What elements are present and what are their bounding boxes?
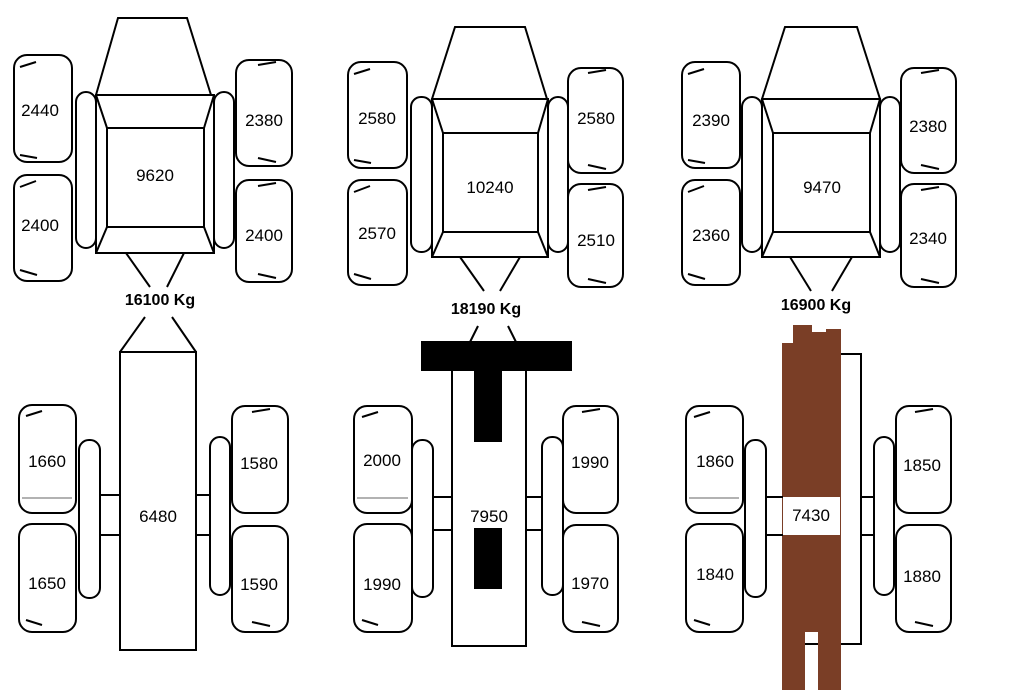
unit-2-front-left-rear-tire-load: 2570	[358, 224, 396, 243]
unit-3-front-tires	[681, 61, 957, 288]
unit-3-rear-left-rear-tire-load: 1840	[696, 565, 734, 584]
unit-2-rear-right-rear-tire-load: 1970	[571, 574, 609, 593]
unit-1-front-right-rear-tire-load: 2400	[245, 226, 283, 245]
unit-1-rear-left-front-tire-load: 1660	[28, 452, 66, 471]
unit-3: 9470 2390 2360 2380 2340 16900 Kg	[681, 26, 957, 690]
unit-3-front-left-rear-tire-load: 2360	[692, 226, 730, 245]
unit-3-implement-label-plate	[783, 497, 840, 535]
unit-3-rear-body	[744, 325, 895, 690]
unit-2-total-weight: 18190 Kg	[451, 301, 521, 318]
unit-2-front-right-rear-tire-load: 2510	[577, 231, 615, 250]
unit-3-rear-tires	[685, 405, 952, 633]
unit-1-rear-center-load: 6480	[139, 507, 177, 526]
unit-2-implement-toolbar	[421, 341, 572, 371]
unit-1-front-left-rear-tire-load: 2400	[21, 216, 59, 235]
unit-1-rear-right-front-tire-load: 1580	[240, 454, 278, 473]
unit-2-front-center-load: 10240	[466, 178, 513, 197]
unit-2-front-right-front-tire-load: 2580	[577, 109, 615, 128]
unit-1-total-weight: 16100 Kg	[125, 292, 195, 309]
unit-1-rear-body	[78, 316, 231, 651]
unit-2-rear-left-front-tire-load: 2000	[363, 451, 401, 470]
unit-3-front-center-load: 9470	[803, 178, 841, 197]
unit-2: 10240 2580 2570 2580 2510 18190 Kg	[347, 26, 624, 647]
unit-1-rear-tires	[18, 404, 289, 633]
unit-3-total-weight: 16900 Kg	[781, 297, 851, 314]
unit-3-front-body	[741, 26, 901, 292]
unit-2-implement-stem-upper	[474, 370, 502, 442]
unit-3-front-right-front-tire-load: 2380	[909, 117, 947, 136]
unit-2-rear-right-front-tire-load: 1990	[571, 453, 609, 472]
unit-3-front-right-rear-tire-load: 2340	[909, 229, 947, 248]
unit-1-front-right-front-tire-load: 2380	[245, 111, 283, 130]
unit-3-rear-left-front-tire-load: 1860	[696, 452, 734, 471]
unit-1-front-tires	[13, 54, 293, 283]
unit-2-rear-body	[411, 325, 572, 647]
unit-2-rear-left-rear-tire-load: 1990	[363, 575, 401, 594]
unit-3-rear-right-front-tire-load: 1850	[903, 456, 941, 475]
unit-1-front-left-front-tire-load: 2440	[21, 101, 59, 120]
unit-3-rear-center-load: 7430	[792, 506, 830, 525]
unit-1-rear-left-rear-tire-load: 1650	[28, 574, 66, 593]
unit-2-rear-center-load: 7950	[470, 507, 508, 526]
unit-2-front-body	[410, 26, 569, 292]
unit-3-front-left-front-tire-load: 2390	[692, 111, 730, 130]
unit-2-front-left-front-tire-load: 2580	[358, 109, 396, 128]
unit-2-front-tires	[347, 61, 624, 288]
unit-1-rear-right-rear-tire-load: 1590	[240, 575, 278, 594]
unit-1-front-center-load: 9620	[136, 166, 174, 185]
unit-3-rear-right-rear-tire-load: 1880	[903, 567, 941, 586]
unit-2-rear-tires	[353, 405, 619, 633]
unit-1: 9620 2440 2400 2380 2400 16100 Kg	[13, 17, 293, 651]
unit-2-implement-stem-lower	[474, 528, 502, 589]
unit-1-front-body	[75, 17, 235, 288]
